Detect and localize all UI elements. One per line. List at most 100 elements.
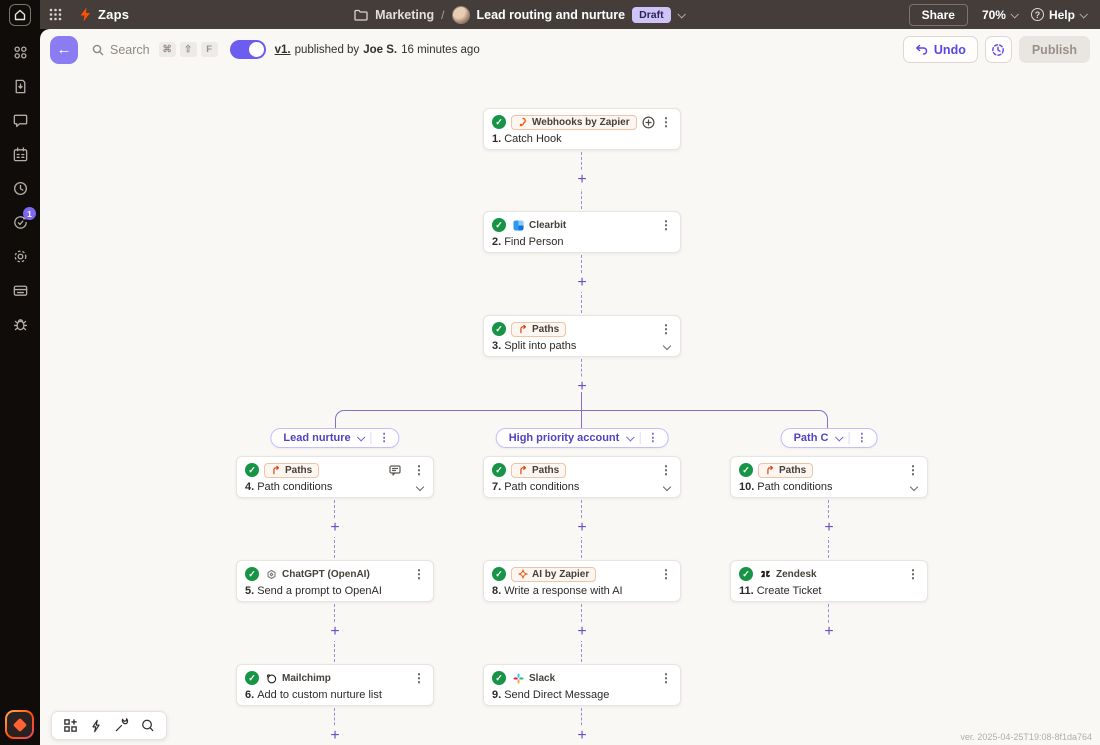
home-icon: [14, 9, 26, 20]
success-check-icon: ✓: [492, 322, 506, 336]
header-actions: Share 70% ? Help: [908, 3, 1100, 26]
history-button[interactable]: [984, 36, 1012, 63]
ai-copilot-button[interactable]: [5, 710, 34, 739]
node-5-send-prompt-openai[interactable]: ✓ ChatGPT (OpenAI) ⋮ 5.Send a prompt to …: [236, 560, 434, 602]
success-check-icon: ✓: [739, 463, 753, 477]
chevron-down-icon[interactable]: [834, 433, 844, 442]
bug-icon[interactable]: [10, 314, 30, 334]
add-step-button[interactable]: +: [573, 378, 591, 396]
expand-chevron-icon[interactable]: [662, 341, 672, 351]
kebab-menu[interactable]: ⋮: [413, 463, 425, 477]
published-prefix: published by: [294, 43, 360, 56]
breadcrumb-folder[interactable]: Marketing: [375, 7, 435, 22]
chat-icon[interactable]: [10, 110, 30, 130]
node-11-create-ticket[interactable]: ✓ Zendesk ⋮ 11.Create Ticket: [730, 560, 928, 602]
kebab-menu[interactable]: ⋮: [413, 567, 425, 581]
expand-chevron-icon[interactable]: [415, 482, 425, 492]
success-check-icon: ✓: [492, 115, 506, 129]
left-sidebar: 1: [0, 29, 40, 745]
kebab-menu[interactable]: ⋮: [660, 567, 672, 581]
path-pill-lead-nurture[interactable]: Lead nurture ⋮: [270, 428, 400, 448]
divider: [370, 432, 372, 444]
expand-chevron-icon[interactable]: [909, 482, 919, 492]
author-name: Joe S.: [363, 43, 398, 56]
help-dropdown[interactable]: ? Help: [1030, 8, 1088, 22]
add-step-button[interactable]: +: [326, 727, 344, 745]
home-button[interactable]: [9, 3, 31, 26]
success-check-icon: ✓: [245, 671, 259, 685]
file-icon[interactable]: [10, 76, 30, 96]
publish-button[interactable]: Publish: [1018, 36, 1090, 63]
node-2-find-person[interactable]: ✓ Clearbit ⋮ 2.Find Person: [483, 211, 681, 253]
kebab-menu[interactable]: ⋮: [660, 463, 672, 477]
version-text: ver. 2025-04-25T19:08-8f1da764: [960, 732, 1092, 742]
version-toggle[interactable]: [229, 40, 266, 59]
path-pill-high-priority[interactable]: High priority account ⋮: [495, 428, 669, 448]
kebab-menu[interactable]: ⋮: [378, 431, 390, 444]
kebab-menu[interactable]: ⋮: [660, 115, 672, 129]
chevron-down-icon[interactable]: [625, 433, 635, 442]
note-icon[interactable]: [389, 464, 401, 476]
kebab-menu[interactable]: ⋮: [647, 431, 659, 444]
add-app-icon[interactable]: [63, 718, 78, 733]
add-step-button[interactable]: +: [573, 171, 591, 189]
node-10-path-conditions[interactable]: ✓ Paths ⋮ 10.Path conditions: [730, 456, 928, 498]
editor-toolbar: ← Search ⌘ ⇧ F v1. published by Joe S. 1…: [40, 29, 1100, 70]
share-button[interactable]: Share: [908, 3, 968, 26]
app-switcher-button[interactable]: [40, 8, 71, 21]
calendar-icon[interactable]: [10, 144, 30, 164]
node-9-send-direct-message[interactable]: ✓ Slack ⋮ 9.Send Direct Message: [483, 664, 681, 706]
chevron-down-icon[interactable]: [677, 9, 686, 19]
history-badge-icon[interactable]: 1: [10, 207, 36, 232]
breadcrumb: Marketing / Lead routing and nurture Dra…: [354, 5, 686, 24]
chevron-down-icon[interactable]: [357, 433, 366, 442]
apps-icon[interactable]: [10, 42, 30, 62]
zoom-dropdown[interactable]: 70%: [982, 8, 1019, 22]
search-input[interactable]: Search: [92, 43, 150, 57]
kebab-menu[interactable]: ⋮: [907, 463, 919, 477]
success-check-icon: ✓: [492, 218, 506, 232]
add-step-button[interactable]: +: [326, 519, 344, 537]
openai-icon: [267, 569, 276, 579]
add-step-button[interactable]: +: [573, 623, 591, 641]
back-button[interactable]: ←: [50, 35, 78, 64]
node-8-write-response-ai[interactable]: ✓ AI by Zapier ⋮ 8.Write a response with…: [483, 560, 681, 602]
zap-icon[interactable]: [89, 719, 103, 733]
kebab-menu[interactable]: ⋮: [907, 567, 919, 581]
undo-button[interactable]: Undo: [902, 36, 978, 63]
add-step-button[interactable]: +: [820, 519, 838, 537]
version-link[interactable]: v1.: [274, 43, 291, 56]
add-step-button[interactable]: +: [573, 274, 591, 292]
connector-line: [334, 708, 335, 730]
storage-icon[interactable]: [10, 280, 30, 300]
toggle-knob: [248, 42, 264, 57]
node-6-add-to-nurture-list[interactable]: ✓ Mailchimp ⋮ 6.Add to custom nurture li…: [236, 664, 434, 706]
add-step-button[interactable]: +: [573, 519, 591, 537]
clock-icon[interactable]: [10, 178, 30, 198]
kebab-menu[interactable]: ⋮: [660, 218, 672, 232]
path-pill-path-c[interactable]: Path C ⋮: [780, 428, 878, 448]
kebab-menu[interactable]: ⋮: [660, 671, 672, 685]
slack-icon: [513, 673, 524, 683]
add-step-button[interactable]: +: [820, 623, 838, 641]
kebab-menu[interactable]: ⋮: [660, 322, 672, 336]
ai-copilot-inner: [7, 712, 32, 737]
settings-icon[interactable]: [10, 246, 30, 266]
add-step-button[interactable]: +: [573, 727, 591, 745]
node-1-catch-hook[interactable]: ✓ Webhooks by Zapier ⋮ 1.Catch Hook: [483, 108, 681, 150]
node-3-split-into-paths[interactable]: ✓ Paths ⋮ 3.Split into paths: [483, 315, 681, 357]
toolbar-actions: Undo Publish: [902, 36, 1090, 63]
expand-chevron-icon[interactable]: [662, 482, 672, 492]
node-7-path-conditions[interactable]: ✓ Paths ⋮ 7.Path conditions: [483, 456, 681, 498]
add-step-button[interactable]: +: [326, 623, 344, 641]
sparkle-icon: [12, 717, 27, 732]
circle-plus-icon[interactable]: [642, 115, 655, 129]
loupe-icon[interactable]: [140, 718, 155, 733]
kebab-menu[interactable]: ⋮: [413, 671, 425, 685]
flow-canvas[interactable]: + + + Lead nurture ⋮ High priority accou…: [40, 70, 1100, 745]
branch-line: [581, 392, 582, 410]
node-4-path-conditions[interactable]: ✓ Paths ⋮ 4.Path conditions: [236, 456, 434, 498]
tools-icon[interactable]: [114, 718, 129, 733]
zap-title[interactable]: Lead routing and nurture: [476, 7, 626, 22]
kebab-menu[interactable]: ⋮: [856, 431, 868, 444]
